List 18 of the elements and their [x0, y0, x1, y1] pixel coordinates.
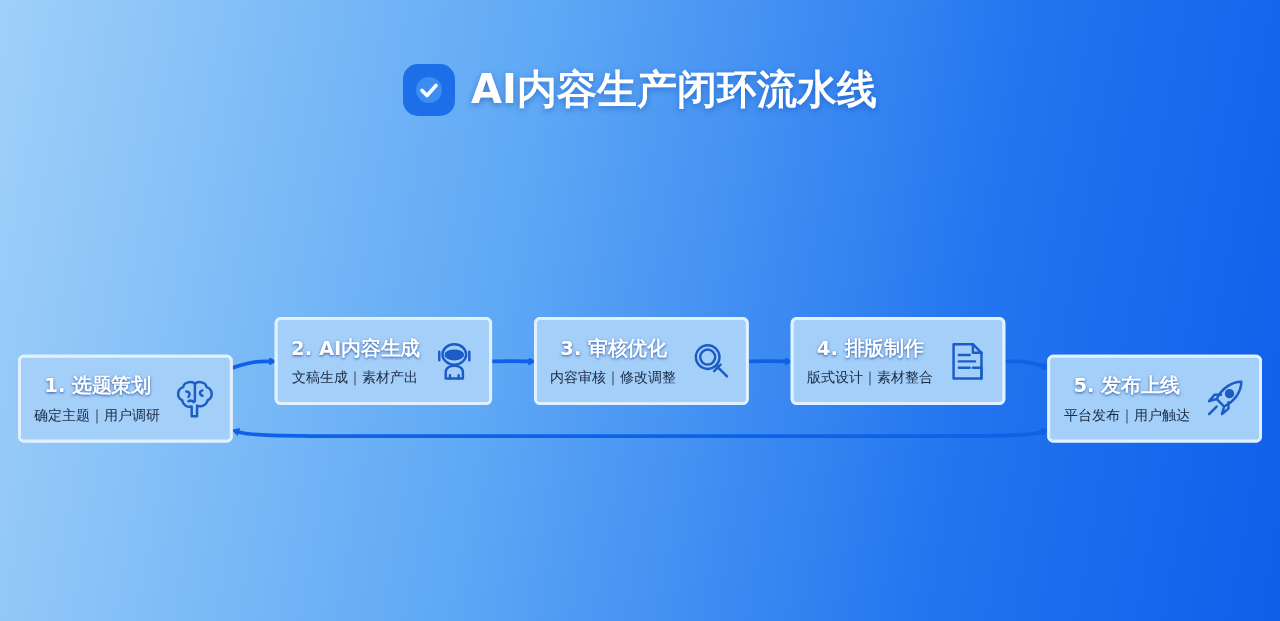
step-description: 内容审核｜修改调整	[550, 368, 677, 386]
step-title: 2. AI内容生成	[291, 337, 420, 360]
process-box	[534, 317, 749, 406]
process-box	[790, 317, 1006, 406]
arrow	[231, 357, 277, 370]
step-description: 文稿生成｜素材产出	[292, 368, 419, 386]
process-box	[274, 317, 493, 406]
process-box	[1047, 354, 1262, 443]
step-description: 平台发布｜用户触达	[1063, 406, 1190, 424]
step-description: 版式设计｜素材整合	[807, 368, 933, 386]
step-title: 4. 排版制作	[816, 337, 924, 360]
process-box	[18, 354, 233, 443]
step-title: 5. 发布上线	[1073, 374, 1180, 398]
step-description: 确定主题｜用户调研	[34, 406, 161, 424]
step-title: 3. 审核优化	[560, 337, 667, 360]
title: AI内容生产闭环流水线	[471, 65, 877, 114]
step-title: 1. 选题策划	[44, 374, 151, 398]
arrow	[747, 357, 793, 366]
